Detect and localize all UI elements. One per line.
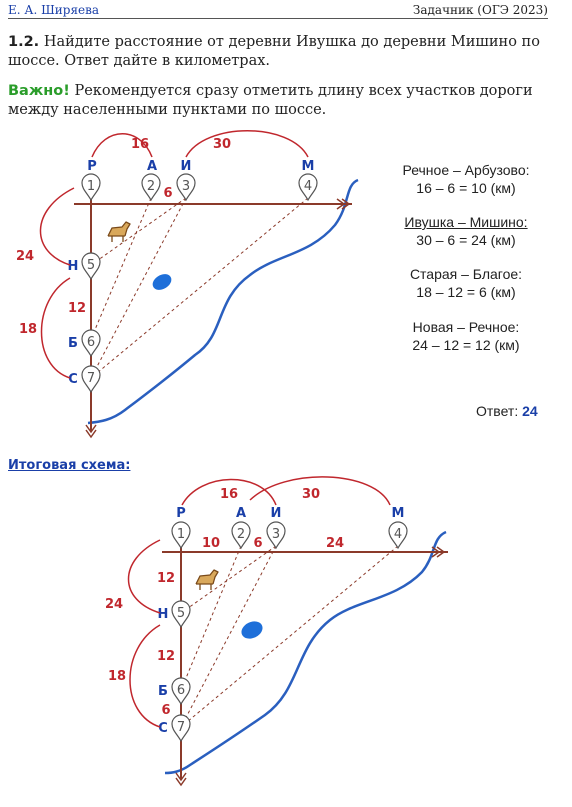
dist-ra-10: 10 xyxy=(202,536,220,551)
calc-expression: 24 – 12 = 12 (км) xyxy=(412,337,520,353)
marker-5: 5 xyxy=(87,258,95,273)
village-s: С xyxy=(68,372,78,387)
village-m: М xyxy=(392,506,405,521)
dist-bs-18: 18 xyxy=(108,669,126,684)
road-end-arrow xyxy=(175,772,187,787)
village-r: Р xyxy=(87,159,97,174)
header-book: Задачник (ОГЭ 2023) xyxy=(412,3,548,17)
village-r: Р xyxy=(176,506,186,521)
dist-bs-18: 18 xyxy=(19,322,37,337)
calc-rechnoe-arbuzovo: Речное – Арбузово: 16 – 6 = 10 (км) xyxy=(382,161,550,197)
distance-arc-im xyxy=(249,476,391,506)
task-statement: 1.2. Найдите расстояние от деревни Ивушк… xyxy=(8,33,556,71)
marker-6: 6 xyxy=(177,683,185,698)
calc-expression: 16 – 6 = 10 (км) xyxy=(416,180,516,196)
distance-arc-rn xyxy=(127,539,161,614)
lake xyxy=(152,274,172,290)
header-divider xyxy=(8,18,548,19)
distance-arc-ra xyxy=(181,478,277,506)
distance-arc-bs xyxy=(40,277,71,379)
marker-4: 4 xyxy=(304,179,312,194)
dist-nb-12: 12 xyxy=(68,301,86,316)
marker-4: 4 xyxy=(394,527,402,542)
task-text: Найдите расстояние от деревни Ивушка до … xyxy=(8,34,540,69)
dist-ai-6: 6 xyxy=(163,186,172,201)
road-end-arrow xyxy=(336,198,351,210)
dist-rn-12: 12 xyxy=(157,571,175,586)
calc-title: Новая – Речное: xyxy=(412,319,520,335)
dist-nb-12: 12 xyxy=(157,649,175,664)
marker-1: 1 xyxy=(177,527,185,542)
river xyxy=(87,178,359,425)
distance-arc-bs xyxy=(129,624,161,728)
village-b: Б xyxy=(68,336,78,351)
dist-ai-6: 6 xyxy=(253,536,262,551)
lake xyxy=(241,621,263,639)
answer: Ответ: 24 xyxy=(476,403,538,419)
dist-ra-16: 16 xyxy=(131,137,149,152)
calc-title: Старая – Благое: xyxy=(409,266,523,282)
village-n: Н xyxy=(68,259,79,274)
diagram-1: 1 2 3 4 5 6 7 Р А И М Н Б С xyxy=(16,130,359,439)
village-m: М xyxy=(302,159,315,174)
final-scheme-title: Итоговая схема: xyxy=(8,458,131,473)
dist-rn-24: 24 xyxy=(105,597,123,612)
dirt-road xyxy=(180,545,399,728)
marker-2: 2 xyxy=(147,179,155,194)
calc-staraya-blagoe: Старая – Благое: 18 – 12 = 6 (км) xyxy=(382,265,550,301)
road-end-arrow xyxy=(85,424,97,439)
village-a: А xyxy=(236,506,246,521)
dist-rn-24: 24 xyxy=(16,249,34,264)
distance-arc-im xyxy=(185,130,309,158)
dirt-road xyxy=(90,197,187,266)
road-end-arrow xyxy=(431,546,446,558)
village-i: И xyxy=(271,506,282,521)
marker-7: 7 xyxy=(87,371,95,386)
marker-3: 3 xyxy=(182,179,190,194)
calc-expression: 18 – 12 = 6 (км) xyxy=(416,284,516,300)
village-a: А xyxy=(147,159,157,174)
dirt-road xyxy=(180,545,242,691)
village-i: И xyxy=(181,159,192,174)
dist-im-30: 30 xyxy=(213,137,231,152)
task-number: 1.2. xyxy=(8,34,40,50)
calc-title: Ивушка – Мишино: xyxy=(404,214,528,230)
dist-im-30: 30 xyxy=(302,487,320,502)
distance-arc-ra xyxy=(91,133,153,158)
answer-value: 24 xyxy=(522,403,538,419)
marker-6: 6 xyxy=(87,335,95,350)
diagram-2: 1 2 3 4 5 6 7 Р А И М Н Б С xyxy=(105,476,448,787)
important-note: Важно! Рекомендуется сразу отметить длин… xyxy=(8,82,556,120)
calc-expression: 30 – 6 = 24 (км) xyxy=(416,232,516,248)
village-n: Н xyxy=(158,607,169,622)
dirt-road xyxy=(90,197,309,379)
important-text: Рекомендуется сразу отметить длину всех … xyxy=(8,83,533,118)
dirt-road xyxy=(90,197,152,340)
header-author: Е. А. Ширяева xyxy=(8,3,100,17)
village-s: С xyxy=(158,721,168,736)
calc-novaya-rechnoe: Новая – Речное: 24 – 12 = 12 (км) xyxy=(382,318,550,354)
village-b: Б xyxy=(158,684,168,699)
marker-1: 1 xyxy=(87,179,95,194)
dist-bs-6: 6 xyxy=(161,703,170,718)
important-label: Важно! xyxy=(8,83,70,99)
calc-ivushka-mishino: Ивушка – Мишино: 30 – 6 = 24 (км) xyxy=(382,213,550,249)
answer-label: Ответ: xyxy=(476,403,519,419)
distance-arc-rn xyxy=(39,187,75,266)
dirt-road xyxy=(180,545,277,728)
dirt-road xyxy=(180,545,277,614)
marker-5: 5 xyxy=(177,606,185,621)
calc-title: Речное – Арбузово: xyxy=(402,162,530,178)
river xyxy=(164,530,447,775)
marker-2: 2 xyxy=(237,527,245,542)
horse-icon xyxy=(107,221,131,243)
horse-icon xyxy=(195,569,219,591)
marker-7: 7 xyxy=(177,720,185,735)
dist-im-24: 24 xyxy=(326,536,344,551)
dirt-road xyxy=(90,197,187,379)
dist-ra-16: 16 xyxy=(220,487,238,502)
marker-3: 3 xyxy=(272,527,280,542)
